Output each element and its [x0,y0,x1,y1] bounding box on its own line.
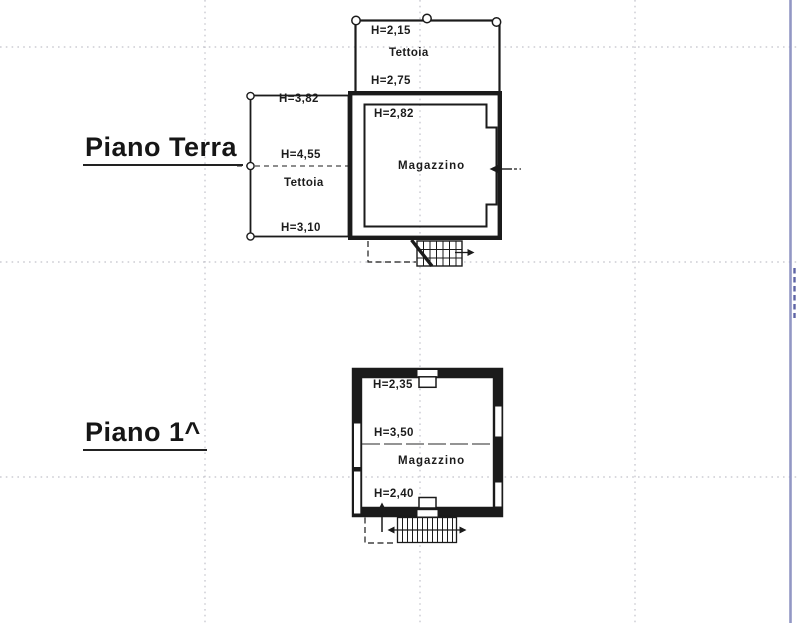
gf-front-canopy-label: Tettoia [389,47,429,59]
wall-openings [354,370,502,517]
post-icon [422,13,432,24]
gf-room-outline [363,103,498,228]
gf-front-canopy-height-bottom: H=2,75 [371,75,411,87]
ff-top-notch [418,376,437,389]
stair-double-arrow-icon [387,526,467,534]
exterior-stair-first [364,516,467,544]
post-icon [246,232,255,241]
ff-wall-band [351,367,504,518]
ff-height-front: H=2,35 [373,379,413,391]
gf-side-canopy-height-bottom: H=3,10 [281,222,321,234]
gf-outer-wall [348,90,503,241]
stair-up-arrow-icon [377,502,387,532]
gf-room-height: H=2,82 [374,108,414,120]
ff-room-label: Magazzino [398,455,466,467]
exterior-stair-ground [367,238,475,268]
paper-fills [250,20,503,517]
ground-floor-title: Piano Terra [83,132,244,166]
post-icon [351,15,361,26]
stair-direction-arrow-icon [455,249,475,256]
sheet-border [789,0,796,623]
first-floor-plan [351,367,504,544]
ff-bottom-notch [418,496,437,509]
post-icon [246,91,255,101]
first-floor-title: Piano 1^ [83,417,207,451]
gf-front-canopy-height-top: H=2,15 [371,25,411,37]
post-icon [246,161,255,171]
post-icon [491,17,502,27]
ff-height-back: H=2,40 [374,488,414,500]
gf-side-canopy-height-top: H=3,82 [279,93,319,105]
gf-side-canopy-label: Tettoia [284,177,324,189]
entrance-arrow-icon [489,164,521,174]
gf-side-canopy-height-mid: H=4,55 [281,149,321,161]
ground-floor-plan [237,13,521,268]
gf-room-label: Magazzino [398,160,466,172]
ff-height-ridge: H=3,50 [374,427,414,439]
